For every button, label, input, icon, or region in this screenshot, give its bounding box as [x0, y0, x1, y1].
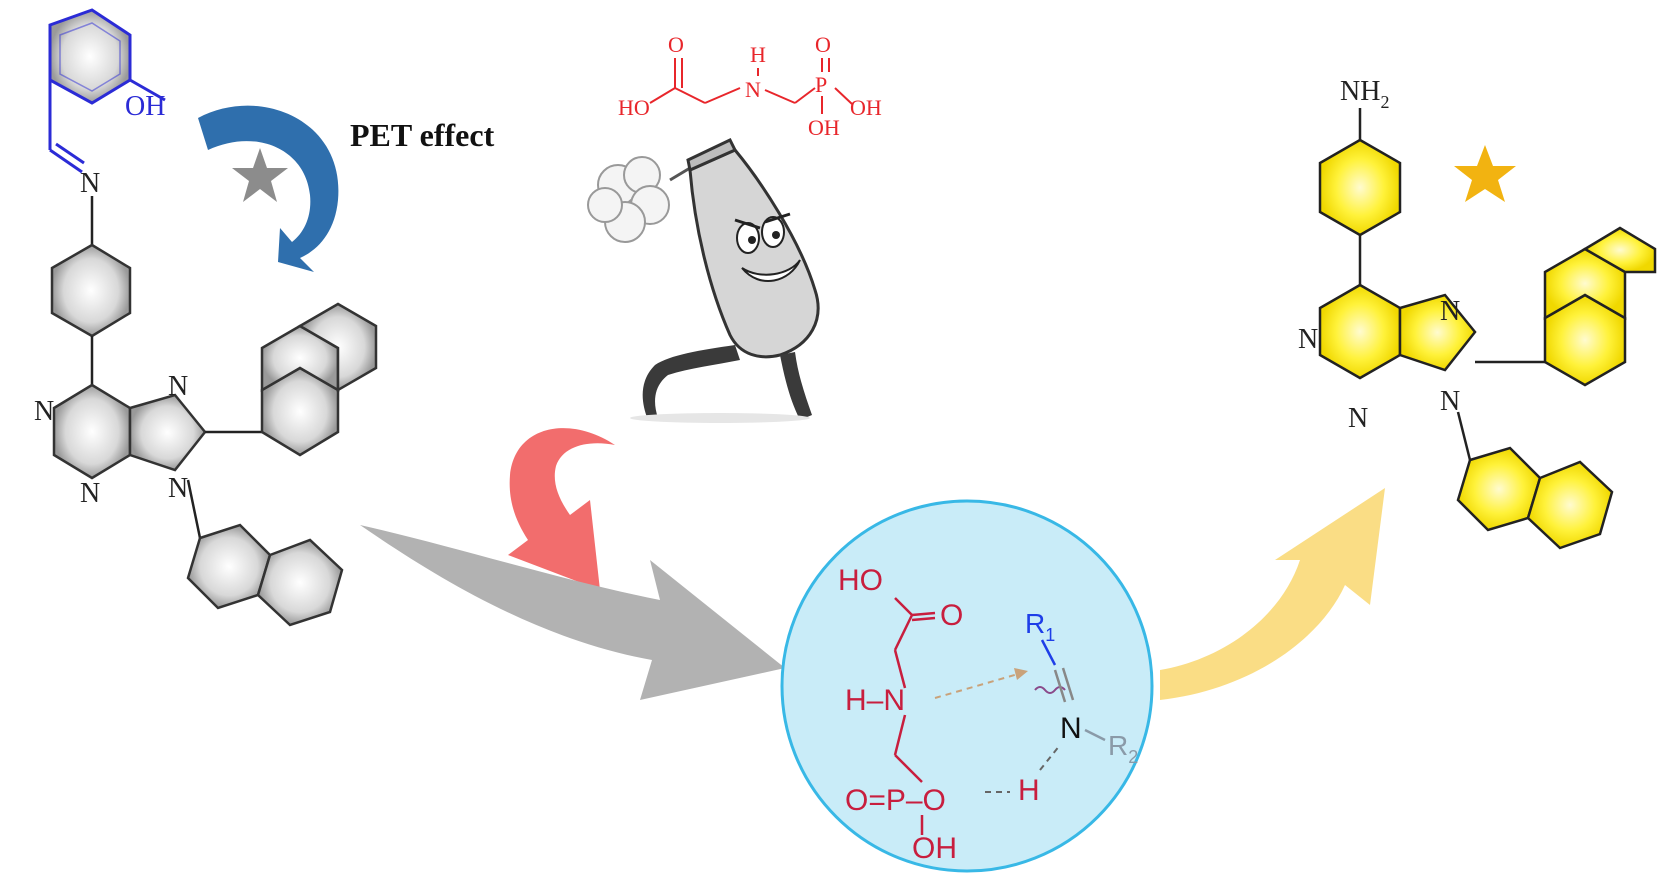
mech-oh-label: OH — [912, 832, 957, 865]
glyph-h-label: H — [750, 42, 766, 67]
naphthyl-ring-lower-b — [256, 538, 344, 627]
oh-label: OH — [125, 91, 165, 122]
product-phenyl-ring — [1318, 138, 1402, 237]
mech-h-bond-label: H — [1018, 774, 1040, 807]
product-n2-label: N — [1348, 403, 1368, 434]
mech-p-group-label: O=P–O — [845, 784, 946, 817]
purine-n3-label: N — [168, 371, 188, 402]
spray-can-body — [688, 148, 820, 359]
product-n3-label: N — [1440, 296, 1460, 327]
reactant-molecule: OH N N N N N — [34, 8, 378, 627]
pet-curved-arrow — [198, 105, 339, 272]
glyph-ho-label: HO — [618, 95, 650, 120]
spray-can-cartoon — [587, 138, 820, 423]
product-molecule: NH2 N N N N — [1298, 76, 1657, 550]
product-pyrimidine-ring — [1318, 283, 1402, 380]
glyph-oh2-label: OH — [808, 115, 840, 140]
mech-r2-label: R2 — [1108, 730, 1138, 767]
product-n4-label: N — [1440, 386, 1460, 417]
mech-r1-label: R1 — [1025, 608, 1055, 645]
glyph-p-label: P — [815, 72, 827, 97]
spray-cloud — [587, 156, 670, 243]
product-imidazole-ring — [1398, 293, 1477, 372]
mech-ho-label: HO — [838, 564, 883, 597]
red-curved-arrow — [508, 428, 615, 590]
glyph-o1-label: O — [668, 32, 684, 57]
gold-star-icon — [1454, 145, 1516, 202]
pyrimidine-ring — [52, 383, 132, 480]
mech-n-label: N — [1060, 712, 1082, 745]
yellow-arrow — [1160, 488, 1385, 700]
glyph-o2-label: O — [815, 32, 831, 57]
mechanism-circle — [780, 499, 1154, 873]
glyph-oh1-label: OH — [850, 95, 882, 120]
mechanism-diagram: HO O H–N O=P–O OH R1 N R2 H — [838, 564, 1138, 865]
pet-effect-label: PET effect — [350, 117, 495, 153]
phenyl-ring — [50, 243, 132, 338]
grey-star-icon — [232, 148, 288, 202]
can-legs — [642, 345, 812, 420]
glyphosate-structure: HO O H N O P OH OH — [618, 32, 882, 140]
grey-arrow — [360, 525, 785, 700]
product-nh2-label: NH2 — [1340, 76, 1389, 112]
product-n1-label: N — [1298, 324, 1318, 355]
mech-hn-label: H–N — [845, 684, 905, 717]
mech-o-label: O — [940, 599, 963, 632]
imidazole-ring — [128, 393, 207, 472]
product-naphthyl-lower-b — [1526, 460, 1614, 550]
glyph-n-label: N — [745, 77, 761, 102]
purine-n1-label: N — [34, 396, 54, 427]
purine-n2-label: N — [80, 478, 100, 509]
purine-n4-label: N — [168, 473, 188, 504]
imine-n-label: N — [80, 168, 100, 199]
